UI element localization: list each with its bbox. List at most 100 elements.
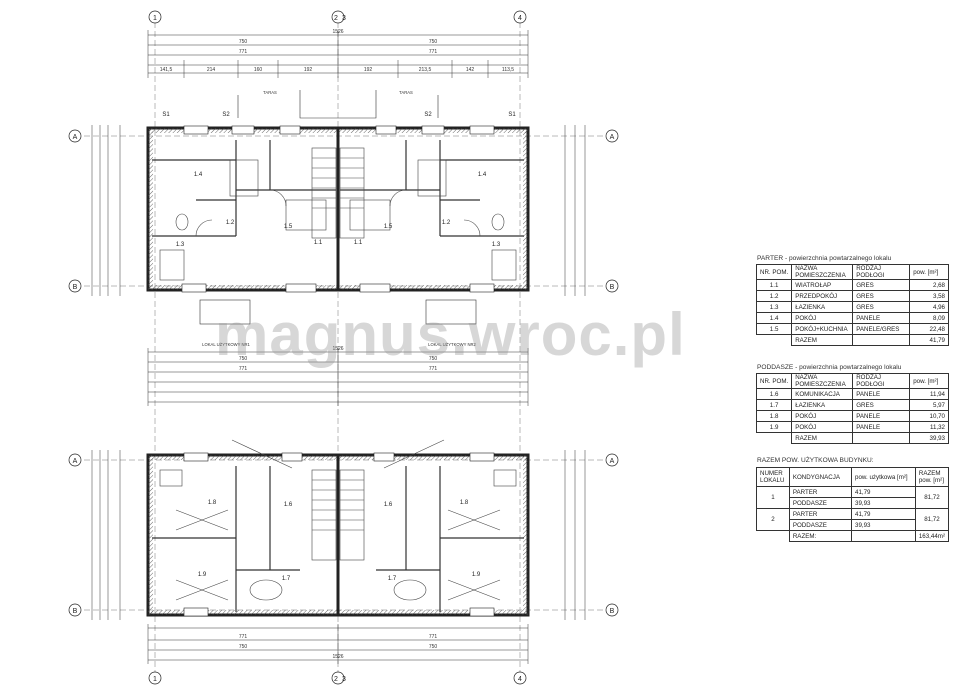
lokal-label-1: LOKAL UŻYTKOWY NR1	[202, 342, 250, 347]
dim-half-right: 750	[429, 39, 438, 45]
room-label-1-3: 1.3	[176, 242, 185, 248]
total-value: 163,44m²	[914, 530, 950, 542]
room-label-1-5-right: 1.5	[384, 224, 393, 230]
col-header-unit: NUMER LOKALU	[756, 467, 790, 487]
lokal-label-2: LOKAL UŻYTKOWY NR2	[428, 342, 476, 347]
cell-floor: GRES	[852, 279, 911, 291]
cell-area: 5,97	[909, 399, 949, 411]
table-row: 1.2 PRZEDPOKÓJ GRES 3,58	[755, 290, 949, 302]
col-header-level: KONDYGNACJA	[788, 467, 853, 487]
table-row: 1.6 KOMUNIKACJA PANELE 11,94	[755, 388, 949, 400]
empty-cell	[757, 531, 790, 542]
poddasze-table: NR. POM. NAZWA POMIESZCZENIA RODZAJ PODŁ…	[755, 373, 949, 444]
axis-label-col-3-bottom: 3	[342, 676, 346, 683]
dimension-chains-side	[91, 125, 586, 620]
poddasze-table-title: PODDASZE - powierzchnia powtarzalnego lo…	[757, 364, 902, 371]
table-row: PODDASZE 39,93	[757, 519, 949, 531]
axis-label-col-2-bottom: 2	[334, 676, 338, 683]
cell-unit-total: 81,72	[914, 508, 950, 531]
dim-seg-7: 142	[466, 67, 475, 73]
col-header-name: NAZWA POMIESZCZENIA	[791, 373, 854, 389]
table-row: 1.9 POKÓJ PANELE 11,32	[755, 421, 949, 433]
summary-table: NUMER LOKALU KONDYGNACJA pow. użytkowa […	[756, 467, 950, 542]
table-row: 1.5 POKÓJ+KUCHNIA PANELE/GRES 22,48	[755, 323, 949, 335]
cell-floor: GRES	[852, 301, 911, 313]
cell-unit-nr: 2	[756, 508, 790, 531]
cell-nr: 1.7	[755, 399, 793, 411]
empty-cell	[757, 335, 792, 346]
cell-area: 39,93	[851, 519, 916, 531]
table-row: 1.1 WIATROŁAP GRES 2,68	[755, 279, 949, 291]
cell-level: PARTER	[788, 486, 853, 498]
table-header-row: NR. POM. NAZWA POMIESZCZENIA RODZAJ PODŁ…	[755, 264, 949, 280]
dimension-chains-top	[147, 30, 529, 78]
cell-floor: GRES	[852, 399, 911, 411]
cell-name: POKÓJ	[791, 410, 854, 422]
col-header-nr: NR. POM.	[755, 373, 793, 389]
dim-inner-left: 771	[239, 49, 248, 55]
summary-table-title: RAZEM POW. UŻYTKOWA BUDYNKU:	[757, 457, 874, 464]
dim-half-right-middle: 750	[429, 356, 438, 362]
cell-area: 11,32	[909, 421, 949, 433]
cell-nr: 1.1	[755, 279, 793, 291]
empty-cell	[852, 334, 911, 346]
empty-cell	[852, 432, 911, 444]
axis-label-row-b-attic: B	[73, 608, 78, 615]
cell-area: 41,79	[851, 508, 916, 520]
dim-overall-top: 1526	[332, 29, 343, 35]
room-label-1-4-right: 1.4	[478, 172, 487, 178]
axis-label-col-4-bottom: 4	[518, 676, 522, 683]
dim-inner-right: 771	[429, 49, 438, 55]
axis-label-row-b-attic-right: B	[610, 608, 615, 615]
section-mark-s2-right: S2	[424, 112, 432, 118]
dimension-chains-middle	[147, 348, 529, 406]
table-total-row: RAZEM: 163,44m²	[757, 530, 950, 542]
room-label-1-6-right: 1.6	[384, 502, 393, 508]
col-header-area: pow. [m²]	[909, 373, 949, 389]
axis-label-col-4: 4	[518, 15, 522, 22]
axis-label-row-b: B	[73, 284, 78, 291]
dim-half-right-bottom: 750	[429, 644, 438, 650]
axis-label-row-a-attic-right: A	[610, 458, 615, 465]
table-row: 1.8 POKÓJ PANELE 10,70	[755, 410, 949, 422]
axis-label-row-a-attic: A	[73, 458, 78, 465]
cell-nr: 1.3	[755, 301, 793, 313]
cell-level: PODDASZE	[788, 519, 853, 531]
table-total-row: RAZEM 41,79	[757, 334, 949, 346]
cell-level: PARTER	[788, 508, 853, 520]
room-label-1-8-right: 1.8	[460, 500, 469, 506]
dim-half-left: 750	[239, 39, 248, 45]
cell-area: 10,70	[909, 410, 949, 422]
cell-area: 8,09	[909, 312, 949, 324]
room-label-1-9-right: 1.9	[472, 572, 481, 578]
col-header-usable-area: pow. użytkowa [m²]	[851, 467, 916, 487]
total-label: RAZEM	[791, 432, 854, 444]
axis-label-col-1-bottom: 1	[153, 676, 157, 683]
dim-half-left-middle: 750	[239, 356, 248, 362]
cell-name: PRZEDPOKÓJ	[791, 290, 854, 302]
room-label-1-7-right: 1.7	[388, 576, 397, 582]
cell-floor: PANELE	[852, 312, 911, 324]
empty-cell	[757, 433, 792, 444]
cell-floor: PANELE	[852, 421, 911, 433]
cell-unit-nr: 1	[756, 486, 790, 509]
dimension-chains-bottom	[147, 624, 529, 664]
cell-area: 22,48	[909, 323, 949, 335]
dim-overall-bottom: 1526	[332, 654, 343, 660]
cell-floor: PANELE	[852, 388, 911, 400]
total-value: 41,79	[909, 334, 949, 346]
table-total-row: RAZEM 39,93	[757, 432, 949, 444]
col-header-name: NAZWA POMIESZCZENIA	[791, 264, 854, 280]
axis-label-col-1: 1	[153, 15, 157, 22]
cell-area: 39,93	[851, 497, 916, 509]
cell-nr: 1.8	[755, 410, 793, 422]
cell-floor: PANELE/GRES	[852, 323, 911, 335]
total-value: 39,93	[909, 432, 949, 444]
total-label: RAZEM	[791, 334, 854, 346]
dim-half-left-bottom: 750	[239, 644, 248, 650]
cell-level: PODDASZE	[788, 497, 853, 509]
axis-bubbles	[68, 10, 619, 685]
col-header-floor: RODZAJ PODŁOGI	[852, 373, 911, 389]
cell-area: 11,94	[909, 388, 949, 400]
